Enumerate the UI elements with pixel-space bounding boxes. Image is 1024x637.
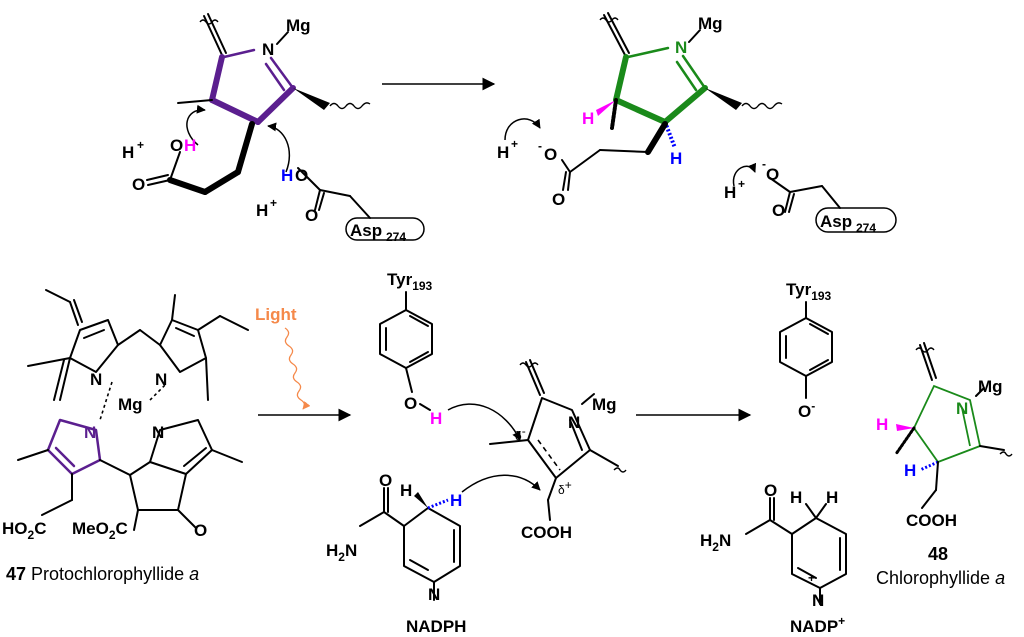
label-cooh-intermediate: COOH — [521, 523, 572, 542]
label-asp-top-right: Asp — [820, 212, 852, 231]
label-n-ring-d: N — [84, 423, 96, 442]
label-h-blue-top-left: H — [281, 166, 293, 185]
label-mg-top-right: Mg — [698, 14, 723, 33]
label-o-amide-nadp: O — [764, 481, 777, 500]
label-plus-nadp-ring: + — [808, 571, 815, 585]
label-tyr-1: Tyr193 — [387, 270, 433, 293]
label-o-tyr: O — [404, 394, 417, 413]
label-n-ring-a: N — [90, 370, 102, 389]
label-h-magenta-tyr: H — [430, 409, 442, 428]
label-nadp: NADP+ — [790, 614, 845, 636]
label-h-nadp-1: H — [790, 488, 802, 507]
label-minus-top-right-2: - — [762, 157, 766, 171]
curved-arrow-nadph — [461, 474, 541, 493]
label-n-intermediate: N — [568, 413, 580, 432]
chlorophyllide-ring-d — [894, 342, 1013, 509]
label-ominus-top-right-2: O — [766, 165, 779, 184]
nadph-structure — [359, 487, 461, 601]
label-mg-intermediate: Mg — [592, 395, 617, 414]
label-n-nadp: N — [812, 591, 824, 610]
label-meo2c: MeO2C — [72, 519, 128, 542]
label-tyr-2: Tyr193 — [786, 280, 832, 303]
label-ominus-top-right-1: O — [544, 145, 557, 164]
tyrosine-phenol — [379, 291, 433, 411]
label-mg-proto: Mg — [118, 395, 143, 414]
label-nadph: NADPH — [406, 617, 466, 636]
label-h-magenta-top-left: H — [184, 136, 196, 155]
label-o-asp-top-left: O — [295, 166, 308, 185]
label-h-blue-nadph: H — [450, 491, 462, 510]
label-plus-top-left-2: + — [270, 196, 277, 210]
label-h-magenta-top-right: H — [582, 109, 594, 128]
label-plus-top-right-1: + — [511, 137, 518, 151]
label-h2n-nadp: H2N — [700, 531, 731, 554]
top-left-ring-d — [146, 13, 425, 241]
label-o-asp-carbonyl-top-right: O — [772, 201, 785, 220]
light-wave-arrow — [284, 327, 311, 410]
label-ho2c: HO2C — [2, 519, 46, 542]
tyrosine-phenoxide — [779, 301, 833, 399]
label-o-carbonyl-top-left: O — [132, 175, 145, 194]
nadp-structure — [745, 497, 847, 605]
label-h-blue-top-right: H — [670, 149, 682, 168]
label-hplus-top-right-1: H — [497, 143, 509, 162]
label-hplus-top-left-1: H — [122, 143, 134, 162]
label-ominus-tyr: O- — [798, 399, 815, 421]
label-n-nadph: N — [428, 585, 440, 604]
label-hplus-top-right-2: H — [724, 183, 736, 202]
label-h-blue-chlorophyllide: H — [904, 461, 916, 480]
caption-48-number: 48 — [928, 544, 948, 564]
label-h-nadp-2: H — [826, 488, 838, 507]
label-mg-chlorophyllide: Mg — [978, 377, 1003, 396]
label-n-top-left: N — [262, 40, 274, 59]
label-n-chlorophyllide: N — [956, 399, 968, 418]
label-n-top-right: N — [675, 38, 687, 57]
label-h-magenta-chlorophyllide: H — [876, 415, 888, 434]
protochlorophyllide-structure — [17, 289, 249, 531]
label-h2n-nadph: H2N — [326, 541, 357, 564]
label-cooh-chlorophyllide: COOH — [906, 511, 957, 530]
label-o-carbonyl-top-right: O — [552, 190, 565, 209]
label-minus-top-right-1: - — [538, 139, 542, 153]
label-o-asp-carbonyl-top-left: O — [305, 206, 318, 225]
label-plus-top-right-2: + — [738, 177, 745, 191]
label-asp-top-left: Asp — [350, 221, 382, 240]
label-light: Light — [255, 305, 297, 324]
label-mg-top-left: Mg — [286, 16, 311, 35]
label-asp-sub-top-right: 274 — [856, 221, 876, 235]
label-o-ketone-proto: O — [194, 521, 207, 540]
label-asp-sub-top-left: 274 — [386, 230, 406, 244]
label-h-nadph-black: H — [400, 481, 412, 500]
label-hplus-top-left-2: H — [256, 201, 268, 220]
intermediate-ring-d — [489, 359, 627, 521]
label-n-ring-c: N — [152, 423, 164, 442]
label-o-amide-nadph: O — [379, 471, 392, 490]
label-o-top-left-acid: O — [170, 136, 183, 155]
label-delta-minus: δ- — [515, 424, 526, 443]
label-plus-top-left-1: + — [137, 138, 144, 152]
top-right-ring-d — [504, 12, 897, 233]
label-delta-plus: δ+ — [558, 478, 572, 497]
label-n-ring-b: N — [155, 370, 167, 389]
curved-arrow-tyr — [447, 403, 521, 441]
